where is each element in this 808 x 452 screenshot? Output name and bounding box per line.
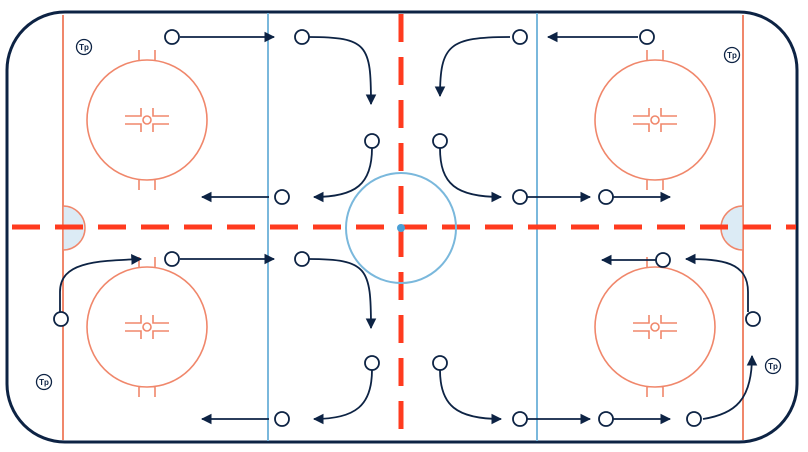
player-marker-icon <box>294 29 310 45</box>
goal-crease-right <box>720 205 744 251</box>
player-marker-icon <box>655 252 671 268</box>
tp-marker-bottom-right: Tp <box>764 357 782 375</box>
player-marker-icon <box>745 311 761 327</box>
player-marker-icon <box>164 29 180 45</box>
player-marker-icon <box>432 133 448 149</box>
player-marker-icon <box>639 29 655 45</box>
player-marker-icon <box>686 411 702 427</box>
tp-marker-top-left: Tp <box>75 38 93 56</box>
player-marker-icon <box>274 189 290 205</box>
faceoff-dot-icon <box>142 115 152 125</box>
tp-label: Tp <box>39 378 49 387</box>
faceoff-circle-top-left <box>86 50 208 190</box>
player-marker-icon <box>598 411 614 427</box>
faceoff-dot-icon <box>650 322 660 332</box>
center-faceoff-circle <box>345 172 457 284</box>
faceoff-circle-top-right <box>594 50 716 190</box>
faceoff-dot-icon <box>142 322 152 332</box>
tp-marker-top-right: Tp <box>723 46 741 64</box>
player-marker-icon <box>512 189 528 205</box>
player-marker-icon <box>364 133 380 149</box>
faceoff-circles <box>86 50 716 397</box>
player-marker-icon <box>164 251 180 267</box>
player-marker-icon <box>598 189 614 205</box>
player-marker-icon <box>53 311 69 327</box>
faceoff-dot-icon <box>397 224 405 232</box>
player-marker-icon <box>432 355 448 371</box>
player-marker-icon <box>294 251 310 267</box>
tp-label: Tp <box>727 51 737 60</box>
player-marker-icon <box>512 411 528 427</box>
players <box>53 29 761 427</box>
tp-marker-bottom-left: Tp <box>35 373 53 391</box>
tp-label: Tp <box>768 362 778 371</box>
player-marker-icon <box>364 355 380 371</box>
faceoff-dot-icon <box>650 115 660 125</box>
drill-arrows <box>59 31 758 425</box>
player-marker-icon <box>512 29 528 45</box>
tp-label: Tp <box>79 43 89 52</box>
player-marker-icon <box>274 411 290 427</box>
